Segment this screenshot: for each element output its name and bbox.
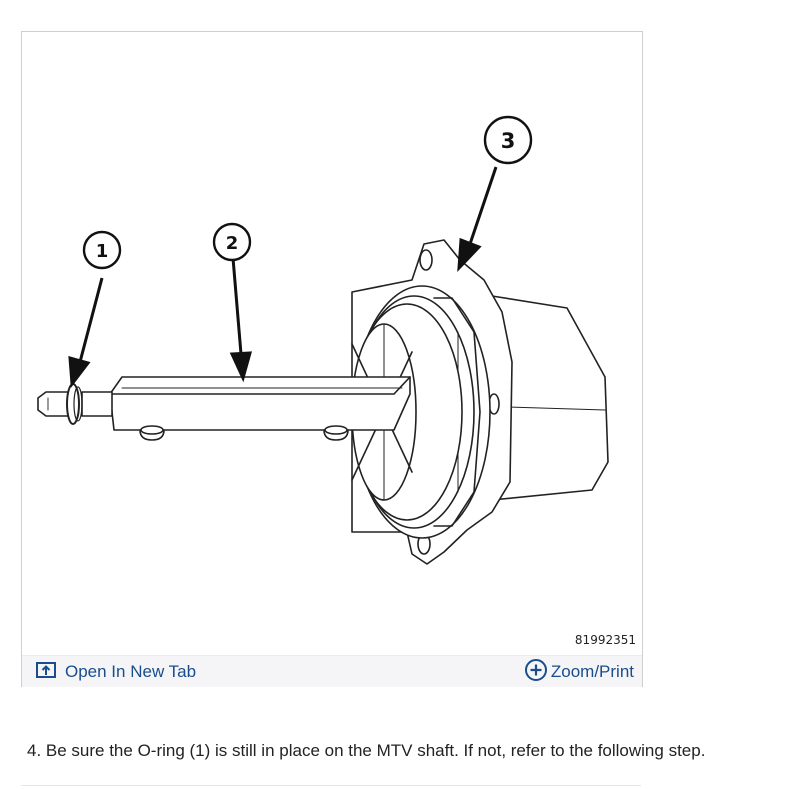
callout-1-label: 1 bbox=[96, 241, 109, 262]
figure-container: 1 2 3 81992351 Open In New Tab bbox=[21, 31, 643, 687]
callout-3-circle bbox=[483, 115, 533, 165]
callout-2-label: 2 bbox=[226, 233, 239, 254]
step-4-text: 4. Be sure the O-ring (1) is still in pl… bbox=[27, 741, 706, 760]
open-new-tab-icon bbox=[36, 661, 56, 683]
zoom-print-label: Zoom/Print bbox=[550, 662, 634, 681]
divider bbox=[21, 785, 641, 786]
previous-text-fragment bbox=[20, 0, 620, 5]
callout-1-circle bbox=[82, 230, 122, 270]
callout-2-circle bbox=[212, 222, 252, 262]
figure-toolbar: Open In New Tab Zoom/Print bbox=[22, 655, 642, 687]
zoom-print-link[interactable]: Zoom/Print bbox=[524, 658, 634, 687]
open-in-new-tab-link[interactable]: Open In New Tab bbox=[36, 661, 196, 683]
mtv-actuator-illustration: 1 2 3 bbox=[37, 115, 609, 565]
figure-id: 81992351 bbox=[574, 633, 636, 647]
open-in-new-tab-label: Open In New Tab bbox=[65, 662, 197, 681]
callout-3-label: 3 bbox=[501, 129, 516, 153]
plus-circle-icon bbox=[524, 658, 548, 687]
